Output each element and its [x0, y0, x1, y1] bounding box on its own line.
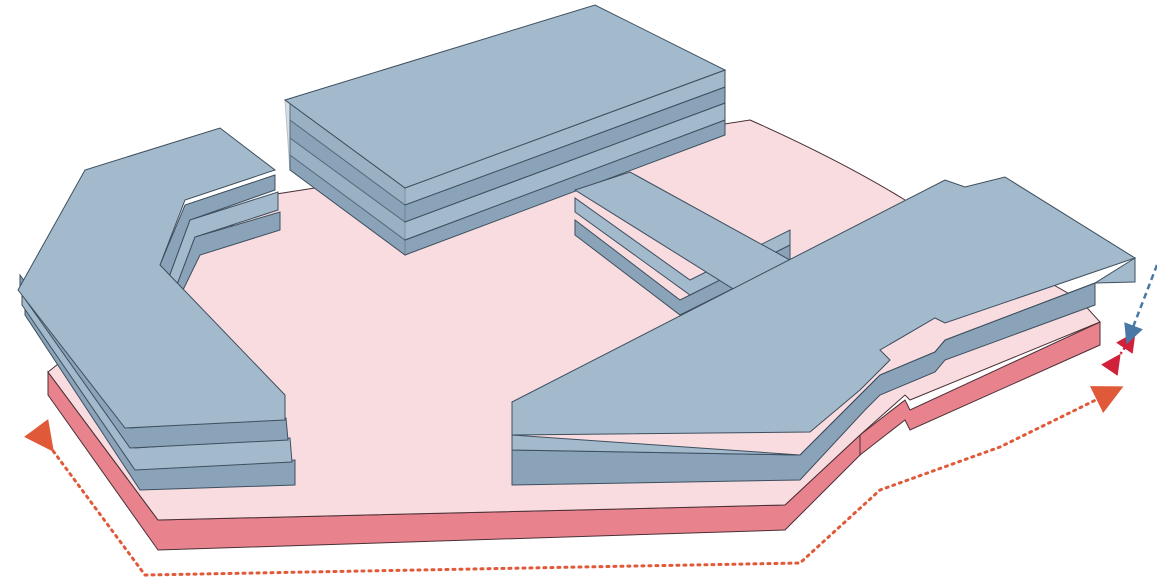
- perimeter-dotted-arrow: [24, 386, 1124, 577]
- center-low-block: [573, 171, 792, 316]
- podium-height-arrow: [1101, 331, 1136, 376]
- center-slab-block: [283, 4, 727, 256]
- center-slab-top: [283, 4, 727, 189]
- annotations: [24, 264, 1157, 577]
- floor-height-arrow: [1124, 264, 1157, 345]
- right-stepped-block: [511, 176, 1137, 486]
